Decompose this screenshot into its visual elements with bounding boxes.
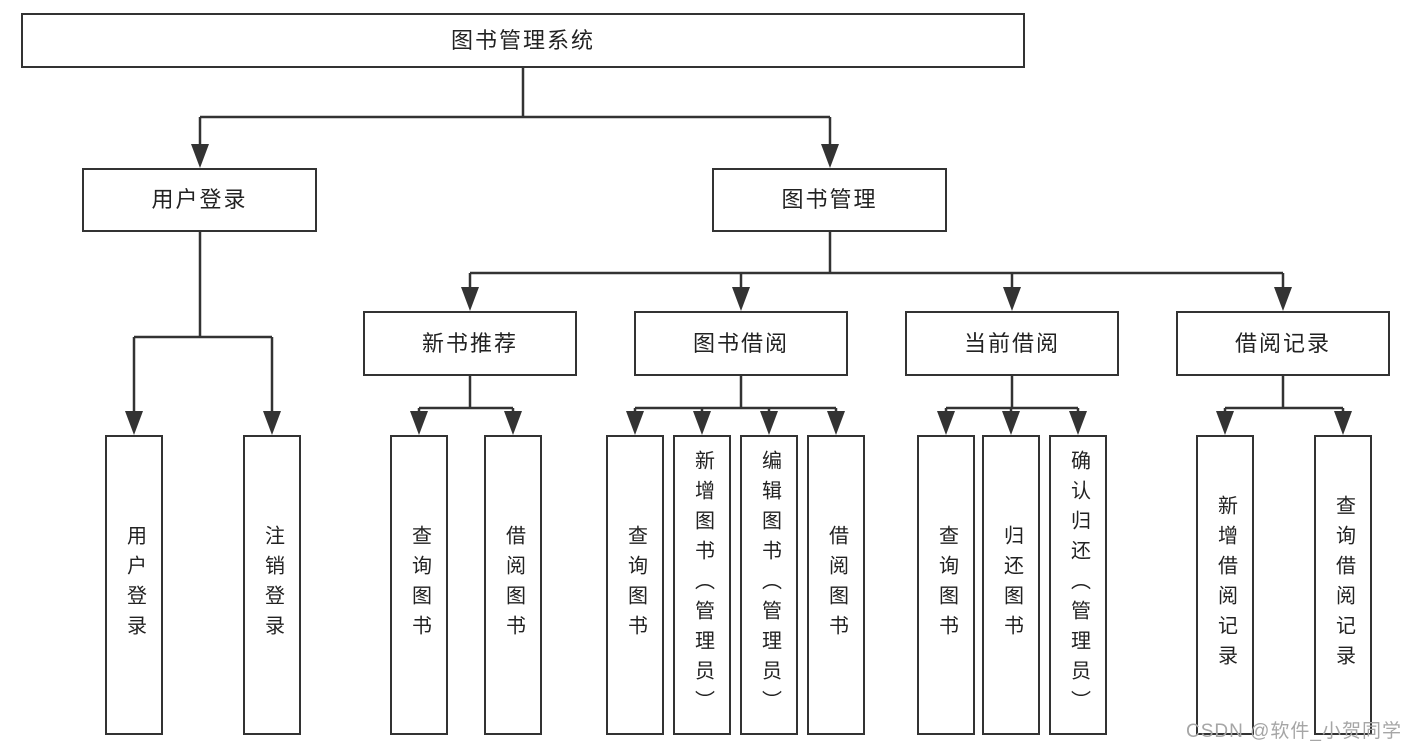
node-current-borrow: 当前借阅: [905, 311, 1119, 376]
node-label: 图书借阅: [692, 330, 789, 356]
connector-borrow-record-to-leaves: [1223, 376, 1345, 411]
leaf-label: 新增图书（管理员）: [691, 450, 714, 720]
node-label: 图书管理: [781, 187, 878, 212]
leaf-label: 查询图书: [408, 525, 431, 645]
arrowhead-leaf-add-book: [693, 411, 711, 435]
watermark: CSDN @软件_小贺同学: [1186, 721, 1402, 742]
arrowhead-leaf-edit-book: [760, 411, 778, 435]
leaf-query-book-current: 查询图书: [917, 435, 975, 735]
arrowhead-leaf-logout: [263, 411, 281, 435]
connector-book-borrow-to-leaves: [633, 376, 838, 411]
arrowhead-leaf-return-book: [1002, 411, 1020, 435]
arrowhead-leaf-add-borrow-record: [1216, 411, 1234, 435]
leaf-edit-book-admin: 编辑图书（管理员）: [740, 435, 798, 735]
leaf-label: 确认归还（管理员）: [1067, 450, 1090, 720]
leaf-label: 借阅图书: [825, 525, 848, 645]
leaf-logout: 注销登录: [243, 435, 301, 735]
leaf-add-book-admin: 新增图书（管理员）: [673, 435, 731, 735]
connector-user-login-to-leaves: [132, 232, 274, 411]
node-root-library-management-system: 图书管理系统: [21, 13, 1025, 68]
connector-current-borrow-to-leaves: [944, 376, 1080, 411]
arrowhead-leaf-borrow-book: [827, 411, 845, 435]
leaf-query-book-recommend: 查询图书: [390, 435, 448, 735]
leaf-label: 查询图书: [624, 525, 647, 645]
node-label: 当前借阅: [963, 330, 1060, 356]
leaf-label: 查询借阅记录: [1332, 495, 1355, 675]
arrowhead-borrow-record: [1274, 287, 1292, 311]
leaf-label: 归还图书: [1000, 525, 1023, 645]
leaf-label: 编辑图书（管理员）: [758, 450, 781, 720]
node-borrow-record: 借阅记录: [1176, 311, 1390, 376]
node-label: 新书推荐: [421, 330, 518, 356]
node-book-borrow: 图书借阅: [634, 311, 848, 376]
leaf-user-login: 用户登录: [105, 435, 163, 735]
leaf-label: 查询图书: [935, 525, 958, 645]
leaf-borrow-book: 借阅图书: [807, 435, 865, 735]
connector-root-to-level2: [198, 68, 832, 144]
arrowhead-leaf-query-book-borrow: [626, 411, 644, 435]
leaf-query-borrow-record: 查询借阅记录: [1314, 435, 1372, 735]
arrowhead-leaf-query-book-current: [937, 411, 955, 435]
leaf-label: 借阅图书: [502, 525, 525, 645]
leaf-label: 注销登录: [261, 525, 284, 645]
arrowhead-leaf-query-borrow-record: [1334, 411, 1352, 435]
leaf-query-book-borrow: 查询图书: [606, 435, 664, 735]
arrowhead-leaf-confirm-return: [1069, 411, 1087, 435]
arrowhead-book-borrow: [732, 287, 750, 311]
node-label: 图书管理系统: [450, 27, 595, 53]
node-label: 借阅记录: [1234, 330, 1331, 356]
node-user-login: 用户登录: [82, 168, 317, 232]
arrowhead-book-management: [821, 144, 839, 168]
leaf-label: 新增借阅记录: [1214, 495, 1237, 675]
arrowhead-leaf-borrow-book-rec: [504, 411, 522, 435]
leaf-confirm-return-admin: 确认归还（管理员）: [1049, 435, 1107, 735]
arrowhead-leaf-user-login: [125, 411, 143, 435]
leaf-return-book: 归还图书: [982, 435, 1040, 735]
leaf-borrow-book-recommend: 借阅图书: [484, 435, 542, 735]
arrowhead-current-borrow: [1003, 287, 1021, 311]
arrowhead-new-book-recommend: [461, 287, 479, 311]
node-book-management: 图书管理: [712, 168, 947, 232]
arrowhead-leaf-query-book-rec: [410, 411, 428, 435]
node-label: 用户登录: [151, 187, 248, 212]
connector-book-management-to-level3: [468, 232, 1285, 287]
connector-new-book-recommend-to-leaves: [417, 376, 515, 411]
leaf-add-borrow-record: 新增借阅记录: [1196, 435, 1254, 735]
arrowhead-user-login: [191, 144, 209, 168]
leaf-label: 用户登录: [123, 525, 146, 645]
node-new-book-recommend: 新书推荐: [363, 311, 577, 376]
